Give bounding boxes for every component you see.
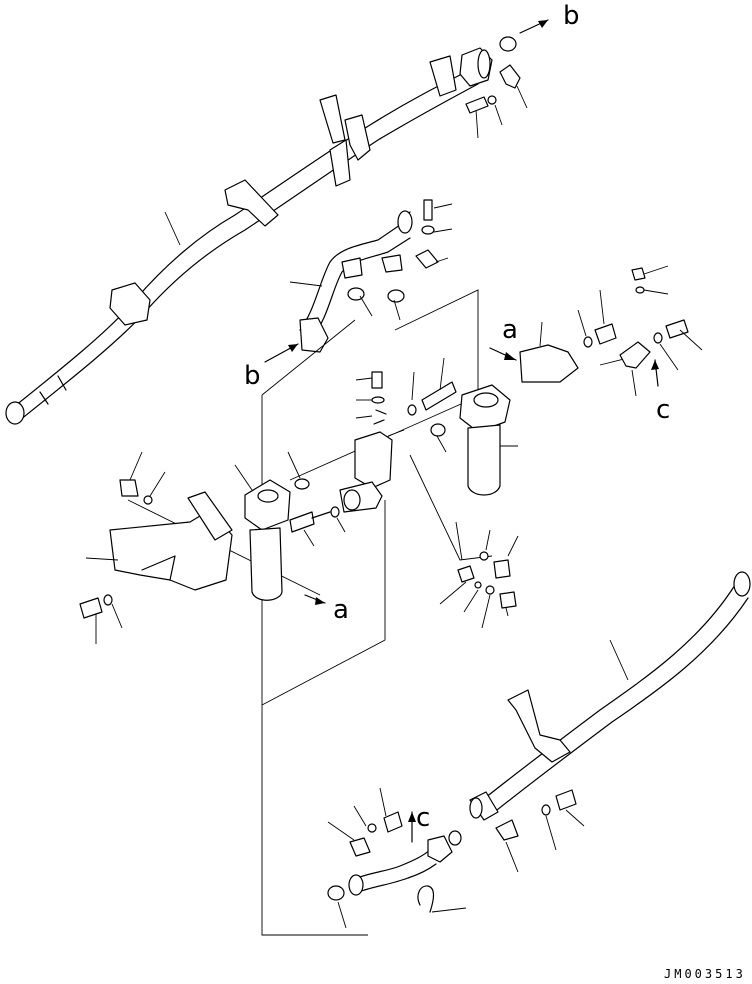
left-filter bbox=[234, 451, 346, 605]
lower-pipe bbox=[327, 787, 467, 929]
callout-b-top: b bbox=[563, 1, 580, 31]
center-fitting bbox=[339, 357, 457, 513]
callout-c-right: c bbox=[656, 395, 670, 425]
callout-a-right: a bbox=[502, 315, 518, 345]
right-bracket bbox=[489, 265, 703, 397]
right-filter bbox=[430, 384, 518, 496]
flange-tube bbox=[264, 199, 453, 363]
reference-lines bbox=[127, 289, 641, 936]
middle-clamps bbox=[439, 521, 519, 629]
upper-fittings bbox=[465, 19, 549, 139]
left-bracket bbox=[79, 451, 233, 644]
lower-long-hose bbox=[448, 571, 751, 873]
callout-a-left: a bbox=[333, 595, 349, 625]
callout-b-left: b bbox=[244, 361, 261, 391]
drawing-number: JM003513 bbox=[664, 967, 746, 981]
callout-c-bottom: c bbox=[416, 803, 430, 833]
upper-long-hose bbox=[5, 47, 493, 425]
